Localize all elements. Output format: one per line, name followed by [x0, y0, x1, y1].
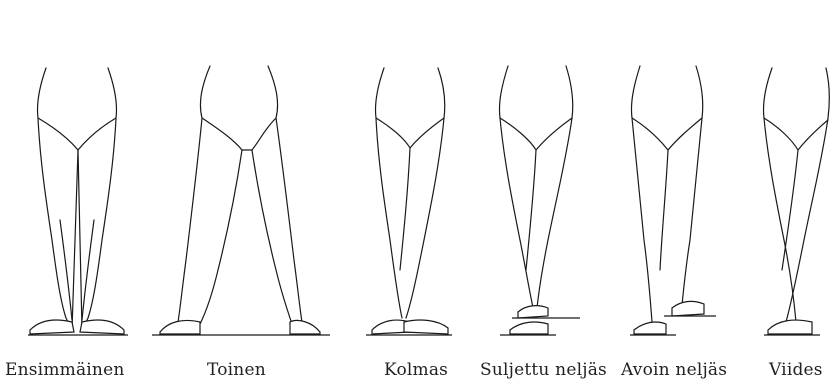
label-kolmas: Kolmas	[384, 360, 448, 380]
open-fourth-left-leg	[631, 66, 652, 322]
open-fourth-back-shoe	[672, 301, 704, 316]
figure-third-position	[366, 68, 452, 335]
label-suljettu-neljas: Suljettu neljäs	[480, 360, 607, 380]
figure-open-fourth-position	[630, 66, 716, 335]
fifth-left-leg	[763, 68, 796, 322]
second-right-leg	[268, 66, 302, 322]
first-left-leg	[37, 68, 78, 330]
label-ensimmainen: Ensimmäinen	[5, 360, 125, 380]
third-right-leg	[406, 68, 445, 318]
closed-fourth-back-shoe	[518, 306, 548, 318]
second-left-shoe	[160, 320, 200, 334]
figure-closed-fourth-position	[499, 66, 580, 335]
closed-fourth-leotard	[500, 118, 572, 150]
label-viides: Viides	[769, 360, 823, 380]
open-fourth-front-shoe	[634, 322, 666, 334]
closed-fourth-left-leg	[499, 66, 534, 312]
third-front-shoe	[404, 320, 448, 334]
second-left-leg	[178, 66, 210, 322]
first-leotard	[38, 118, 116, 150]
second-leotard	[202, 118, 276, 150]
closed-fourth-front-shoe	[510, 322, 548, 334]
fifth-leotard	[764, 118, 828, 150]
open-fourth-leotard	[632, 118, 702, 150]
open-fourth-right-leg	[682, 66, 703, 305]
figure-fifth-position	[763, 68, 829, 335]
first-right-shoe	[80, 320, 124, 334]
label-avoin-neljas: Avoin neljäs	[621, 360, 727, 380]
first-right-leg	[78, 68, 117, 330]
third-left-leg	[375, 68, 402, 318]
label-toinen: Toinen	[207, 360, 266, 380]
closed-fourth-right-leg	[536, 66, 573, 318]
fifth-shoes	[768, 320, 812, 334]
second-right-shoe	[290, 320, 320, 334]
figure-first-position	[28, 68, 128, 335]
figure-second-position	[152, 66, 330, 335]
first-left-shoe	[30, 320, 74, 334]
third-leotard	[376, 118, 444, 148]
